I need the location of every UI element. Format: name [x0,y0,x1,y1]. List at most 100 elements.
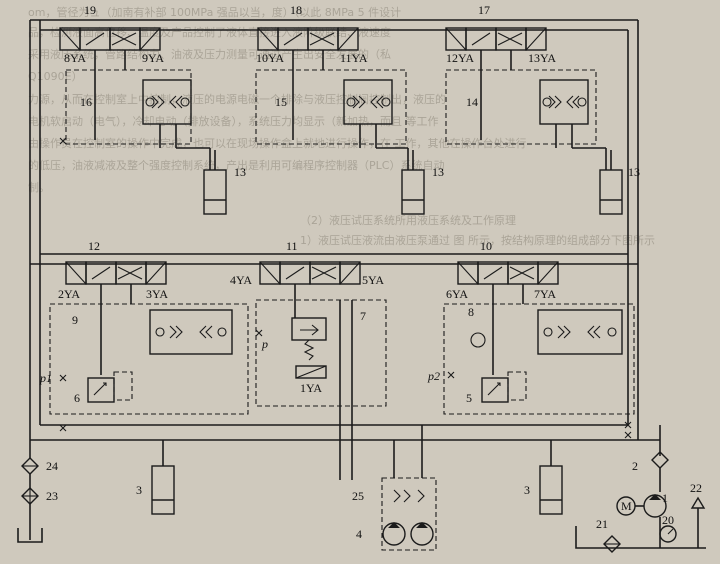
hydraulic-lock [343,79,393,125]
relief-valve-mid [291,317,327,341]
svg-text:13: 13 [234,165,246,179]
valve-number: 12 [88,239,100,253]
svg-text:24: 24 [46,459,58,473]
solenoid-label: 3YA [146,287,168,301]
solenoid-label: 11YA [340,51,368,65]
svg-text:20: 20 [662,513,674,527]
main-lines [29,19,660,441]
svg-text:23: 23 [46,489,58,503]
x-marker [59,137,67,145]
flow-block-25 [381,477,437,551]
x-marker [59,374,67,382]
module-box [255,299,387,407]
pressure-label: p1 [39,371,52,385]
x-marker [624,431,632,439]
svg-text:21: 21 [596,517,608,531]
module-number: 8 [468,305,474,319]
x-marker [624,421,632,429]
tank-right [575,526,706,549]
module-number: 16 [80,95,92,109]
bg-line: 的低压，油液减液及整个强度控制系统，产出是利用可编程序控制器（PLC）系统自动 [28,158,444,172]
gauge-mid [470,332,486,348]
solenoid-label: 1YA [300,381,322,395]
svg-text:3: 3 [524,483,530,497]
hydraulic-lock [539,79,589,125]
background-text: om，管径为ュ（加南有补部 100MPa 强品以当，度）（以此 8MPa 5 件… [28,5,655,247]
solenoid-right [525,27,547,51]
valve-number: 17 [478,3,490,17]
bg-line: Q1090E） [28,70,83,83]
cylinder-3-right: 3 [524,440,563,515]
svg-text:4: 4 [356,527,362,541]
solenoid-right [337,27,359,51]
svg-text:25: 25 [352,489,364,503]
svg-text:22: 22 [690,481,702,495]
valve-10: 10 6YA 7YA 8 [443,239,635,415]
filters-left: 24 23 [17,440,58,543]
motor-pump-group: 25 4 [352,425,437,551]
bg-line: （2）液压试压系统所用液压系统及工作原理 [300,213,516,227]
svg-text:1: 1 [662,491,668,505]
module-box [255,69,407,145]
relief-number: 5 [466,391,472,405]
solenoid-right [537,261,559,285]
valve-17: 17 12YA 13YA 14 [445,3,607,170]
x-marker [59,424,67,432]
x-marker [255,329,263,337]
solenoid-1ya [295,365,327,379]
valve-number: 19 [84,3,96,17]
solenoid-label: 7YA [534,287,556,301]
relief-number: 6 [74,391,80,405]
x-marker [447,371,455,379]
bg-line: 制。 [28,181,50,194]
gauge-20 [659,525,677,543]
module-box [443,303,635,415]
valve-19: 19 8YA 9YA 16 [59,3,211,170]
valve-number: 10 [480,239,492,253]
module-box [445,69,597,145]
hydraulic-lock [537,309,623,355]
relief-valve-5: p2 5 [427,369,527,405]
module-number: 7 [360,309,366,323]
bg-line: 力源，从而在控制室上中控制，液压的电源电磁一个排除与液压控制阀控制出，液压的 [28,92,446,106]
svg-text:2: 2 [632,459,638,473]
relief-valve-6: p1 6 [39,371,133,405]
svg-text:3: 3 [136,483,142,497]
cylinder-13-c: 13 [599,150,640,215]
cylinder-13-b: 13 [401,150,444,215]
hydraulic-lock [142,79,192,125]
solenoid-label: 12YA [446,51,474,65]
solenoid-right [339,261,361,285]
valve-number: 11 [286,239,298,253]
bg-line: om，管径为ュ（加南有补部 100MPa 强品以当，度）（以此 8MPa 5 件… [28,5,401,19]
cylinder-13-a: 13 [203,150,246,215]
breather-22 [690,496,706,509]
svg-text:M: M [621,499,632,513]
power-unit: 2 1 M 20 21 22 [575,425,706,553]
cylinders-top: 13 13 13 [203,150,640,215]
tank-left [17,528,43,543]
solenoid-label: 6YA [446,287,468,301]
svg-text:13: 13 [432,165,444,179]
module-box [49,303,249,415]
valve-12: 12 2YA 3YA 9 [49,239,249,415]
module-number: 15 [275,95,287,109]
solenoid-right [145,261,167,285]
solenoid-label: 2YA [58,287,80,301]
check-valve-2 [651,451,669,469]
solenoid-label: 8YA [64,51,86,65]
hydraulic-lock [149,309,233,355]
valve-11: 11 4YA 5YA 7 p 1YA [230,239,387,480]
solenoid-right [139,27,161,51]
filter-21 [603,535,621,553]
solenoid-label: 4YA [230,273,252,287]
cylinder-3-left: 3 [136,440,175,515]
module-number: 14 [466,95,478,109]
pressure-label: p2 [427,369,440,383]
solenoid-label: 10YA [256,51,284,65]
pressure-label: p [261,337,268,351]
bg-line: 由操作员在控制室的操作中完成，也可以在现场操作盒上就地进行操作，在 工作，其他在… [28,136,527,150]
module-number: 9 [72,313,78,327]
